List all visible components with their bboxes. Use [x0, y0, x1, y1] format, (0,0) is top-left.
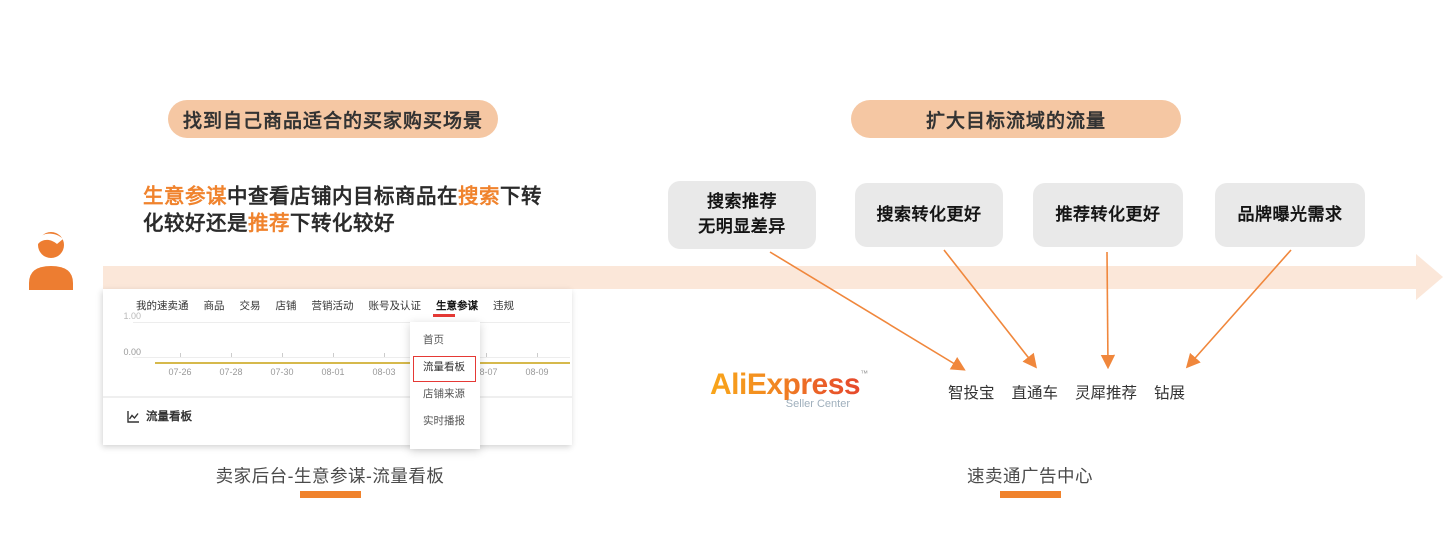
- chart-xtick-label: 08-03: [372, 367, 396, 377]
- seller-backend-screenshot: 我的速卖通 商品 交易 店铺 营销活动 账号及认证 生意参谋 违规 1.00 0…: [103, 289, 572, 445]
- nav-item-violations[interactable]: 违规: [493, 300, 514, 312]
- section-title-label: 流量看板: [146, 411, 192, 423]
- ad-products-row: 智投宝 直通车 灵犀推荐 钻展: [948, 381, 1185, 403]
- chart-gridline-top: [133, 322, 570, 323]
- business-advisor-dropdown: 首页 流量看板 店铺来源 实时播报: [410, 322, 480, 449]
- adcenter-caption: 速卖通广告中心: [967, 466, 1093, 486]
- chart-xtick-mark: [537, 353, 538, 357]
- product-zhitoubao: 智投宝: [948, 385, 995, 402]
- scenario-3-label: 推荐转化更好: [1055, 204, 1161, 224]
- intro-text-2: 下转化较好还是: [143, 185, 542, 235]
- chart-xtick-label: 07-28: [219, 367, 243, 377]
- seller-center-subtitle: Seller Center: [785, 398, 850, 410]
- chart-xtick-label: 08-09: [525, 367, 549, 377]
- flow-band-arrow-shaft: [103, 266, 1417, 289]
- nav-item-marketing[interactable]: 营销活动: [311, 300, 354, 312]
- chart-xtick-label: 07-30: [270, 367, 294, 377]
- dropdown-item-traffic-dashboard[interactable]: 流量看板: [423, 361, 465, 373]
- scenario-1-line-1: 搜索推荐: [707, 192, 777, 212]
- product-zuanzhan: 钻展: [1154, 385, 1186, 402]
- chart-ytick-1: 1.00: [123, 311, 141, 321]
- intro-highlight-business-advisor: 生意参谋: [143, 185, 227, 208]
- dropdown-item-store-source[interactable]: 店铺来源: [423, 388, 465, 400]
- banner-expand-traffic: 扩大目标流域的流量: [851, 100, 1181, 138]
- nav-item-products[interactable]: 商品: [203, 300, 225, 312]
- chart-xtick-mark: [486, 353, 487, 357]
- aliexpress-seller-center-logo: AliExpress™ Seller Center: [710, 368, 868, 410]
- chart-xtick-mark: [282, 353, 283, 357]
- backend-caption-underline: [300, 491, 361, 498]
- chart-xtick-mark: [333, 353, 334, 357]
- trademark-symbol: ™: [860, 369, 869, 378]
- traffic-dashboard-section-header: 流量看板: [127, 408, 192, 424]
- intro-paragraph: 生意参谋中查看店铺内目标商品在搜索下转化较好还是推荐下转化较好: [143, 183, 543, 237]
- intro-text-1: 中查看店铺内目标商品在: [227, 185, 458, 208]
- intro-highlight-recommend: 推荐: [248, 212, 290, 235]
- scenario-box-search-better: 搜索转化更好: [855, 183, 1003, 247]
- chart-xtick-label: 08-07: [474, 367, 498, 377]
- dropdown-item-home[interactable]: 首页: [423, 334, 444, 346]
- scenario-2-label: 搜索转化更好: [876, 204, 982, 224]
- chart-gridline-bottom: [133, 357, 570, 358]
- nav-item-transactions[interactable]: 交易: [239, 300, 261, 312]
- nav-item-store[interactable]: 店铺: [275, 300, 297, 312]
- nav-item-account-cert[interactable]: 账号及认证: [368, 300, 422, 312]
- scenario-box-recommend-better: 推荐转化更好: [1033, 183, 1183, 247]
- scenario-box-brand-exposure: 品牌曝光需求: [1215, 183, 1365, 247]
- banner-find-buyer-scenario: 找到自己商品适合的买家购买场景: [168, 100, 498, 138]
- chart-data-line: [155, 362, 570, 364]
- nav-item-business-advisor[interactable]: 生意参谋: [436, 300, 478, 312]
- dropdown-item-realtime[interactable]: 实时播报: [423, 415, 465, 427]
- intro-text-3: 下转化较好: [290, 212, 395, 235]
- scenario-box-no-difference: 搜索推荐 无明显差异: [668, 181, 816, 249]
- aliexpress-wordmark: AliExpress: [710, 368, 861, 401]
- flow-band-arrow-head: [1416, 254, 1443, 300]
- banner-left-label: 找到自己商品适合的买家购买场景: [182, 110, 483, 132]
- product-lingxi-recommend: 灵犀推荐: [1075, 385, 1138, 402]
- adcenter-caption-underline: [1000, 491, 1061, 498]
- banner-right-label: 扩大目标流域的流量: [925, 110, 1106, 132]
- scenario-4-label: 品牌曝光需求: [1237, 204, 1343, 224]
- chart-xtick-label: 07-26: [168, 367, 192, 377]
- nav-item-my-aliexpress[interactable]: 我的速卖通: [136, 300, 189, 312]
- backend-nav: 我的速卖通 商品 交易 店铺 营销活动 账号及认证 生意参谋 违规: [136, 298, 514, 313]
- line-chart-icon: [127, 410, 139, 423]
- intro-highlight-search: 搜索: [458, 185, 500, 208]
- chart-xtick-mark: [231, 353, 232, 357]
- backend-caption: 卖家后台-生意参谋-流量看板: [215, 466, 445, 486]
- product-zhitongche: 直通车: [1011, 385, 1059, 402]
- card-section-divider: [103, 396, 572, 398]
- chart-ytick-0: 0.00: [123, 347, 141, 357]
- active-nav-underline: [433, 314, 455, 317]
- chart-xtick-mark: [180, 353, 181, 357]
- seller-person-icon: [29, 232, 73, 290]
- chart-xtick-label: 08-01: [321, 367, 345, 377]
- scenario-1-line-2: 无明显差异: [698, 217, 786, 236]
- chart-xtick-mark: [384, 353, 385, 357]
